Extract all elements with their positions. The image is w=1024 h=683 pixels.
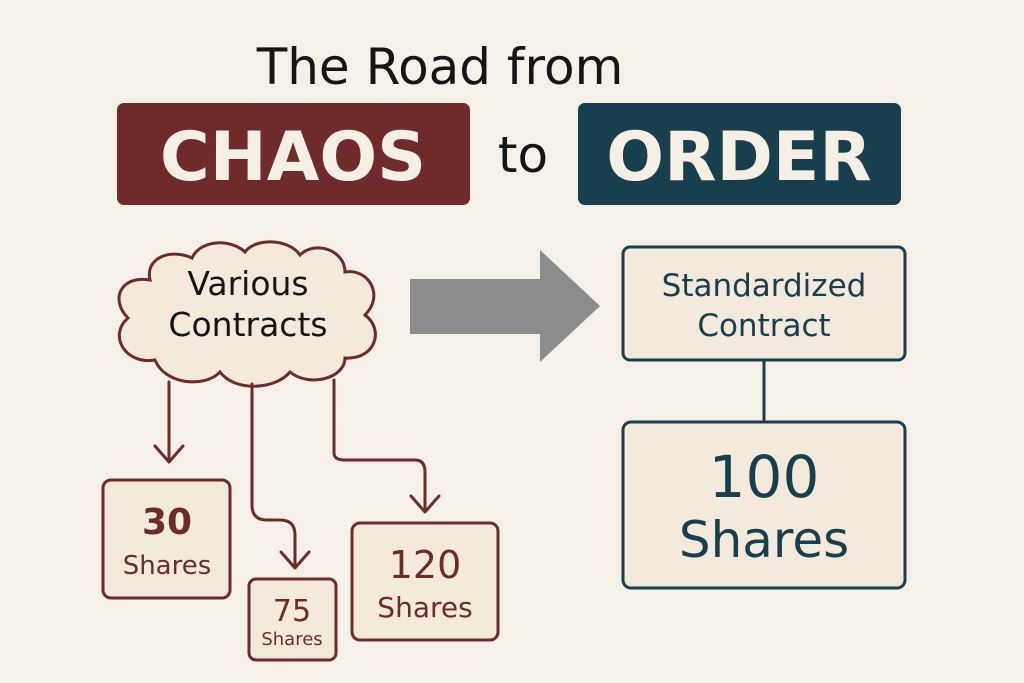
share-unit: Shares bbox=[123, 551, 212, 581]
result-box-100: 100 Shares bbox=[621, 420, 907, 590]
chaos-label: CHAOS bbox=[160, 118, 426, 197]
arrow-to-120 bbox=[332, 378, 441, 514]
title-line: The Road from bbox=[256, 38, 624, 96]
branch-arrows bbox=[153, 378, 441, 570]
order-badge: ORDER bbox=[578, 103, 901, 205]
order-label: ORDER bbox=[606, 118, 871, 197]
result-value: 100 bbox=[709, 443, 820, 511]
result-unit: Shares bbox=[679, 511, 849, 569]
various-contracts-cloud: Various Contracts bbox=[117, 240, 377, 388]
cloud-line2: Contracts bbox=[168, 305, 327, 344]
share-value: 75 bbox=[273, 594, 311, 629]
share-value: 30 bbox=[142, 502, 192, 543]
standard-line1: Standardized bbox=[662, 268, 867, 304]
share-box-120: 120 Shares bbox=[350, 521, 500, 642]
share-box-75: 75 Shares bbox=[247, 577, 338, 662]
share-value: 120 bbox=[389, 543, 462, 587]
share-unit: Shares bbox=[377, 591, 472, 624]
arrow-to-30 bbox=[153, 380, 185, 464]
share-unit: Shares bbox=[261, 629, 322, 650]
chaos-badge: CHAOS bbox=[117, 103, 470, 205]
connector-to: to bbox=[498, 126, 548, 184]
share-box-30: 30 Shares bbox=[101, 478, 232, 600]
standard-line2: Contract bbox=[697, 308, 830, 344]
transition-arrow-icon bbox=[410, 250, 600, 362]
standardized-contract-box: Standardized Contract bbox=[621, 245, 907, 362]
cloud-line1: Various bbox=[187, 264, 308, 303]
arrow-to-75 bbox=[250, 382, 311, 570]
